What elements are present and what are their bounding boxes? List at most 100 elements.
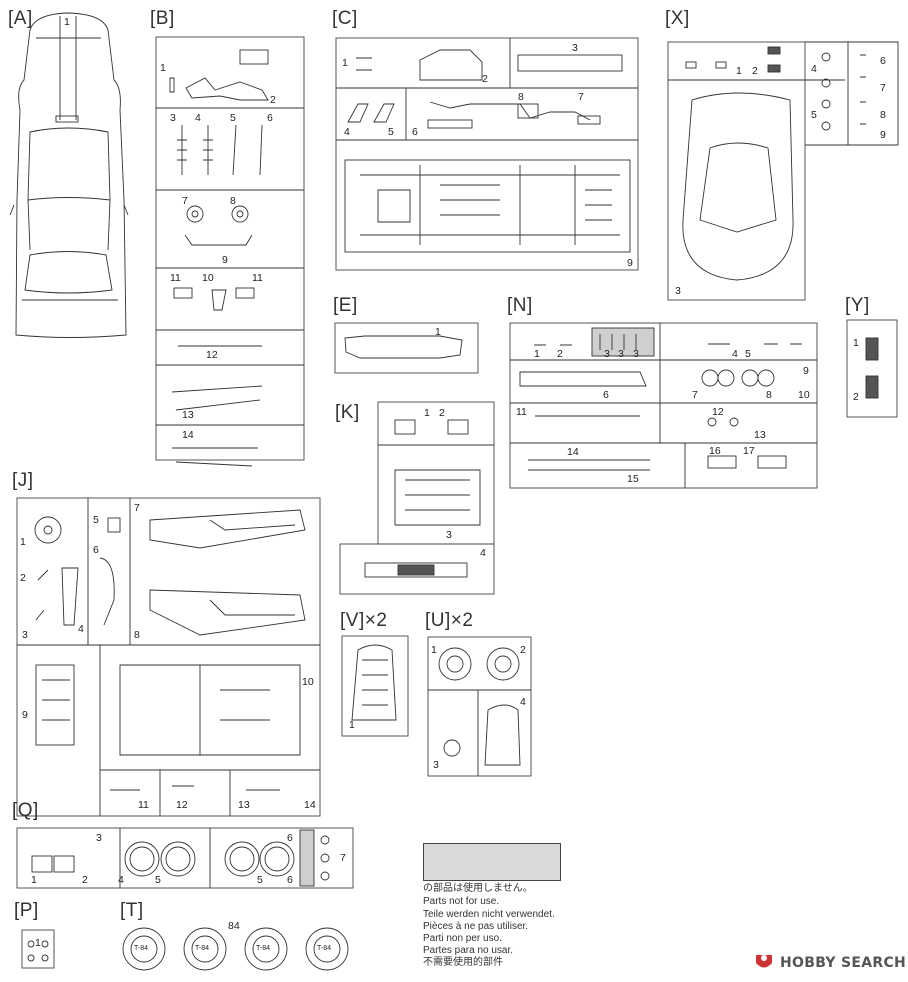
part-number: 3 bbox=[433, 759, 439, 771]
part-number: 2 bbox=[20, 572, 26, 584]
part-number: 4 bbox=[520, 696, 526, 708]
part-number: 3 bbox=[446, 529, 452, 541]
sprue-N bbox=[509, 322, 818, 489]
part-number: 1 bbox=[20, 536, 26, 548]
part-number: 1 bbox=[31, 874, 37, 886]
part-number: 7 bbox=[340, 852, 346, 864]
part-number: 8 bbox=[880, 109, 886, 121]
part-number: 2 bbox=[853, 391, 859, 403]
legend-line-de: Teile werden nicht verwendet. bbox=[423, 909, 555, 920]
part-number: 5 bbox=[230, 112, 236, 124]
part-number: 1 bbox=[35, 937, 41, 949]
part-number: 1 bbox=[431, 644, 437, 656]
part-number: 14 bbox=[304, 799, 316, 811]
part-number: 10 bbox=[798, 389, 810, 401]
part-number: 4 bbox=[811, 63, 817, 75]
body-part-A bbox=[9, 12, 129, 338]
part-number: 4 bbox=[195, 112, 201, 124]
part-number: 9 bbox=[222, 254, 228, 266]
part-number: 3 bbox=[633, 348, 639, 360]
part-number: 3 bbox=[22, 629, 28, 641]
part-number: 2 bbox=[520, 644, 526, 656]
part-number: 3 bbox=[572, 42, 578, 54]
sprue-E bbox=[334, 322, 479, 374]
part-number: 4 bbox=[732, 348, 738, 360]
part-number: 3 bbox=[604, 348, 610, 360]
tire-marking: T-84 bbox=[195, 945, 210, 952]
legend-line-ja: の部品は使用しません。 bbox=[423, 883, 533, 894]
sprue-label-K: [K] bbox=[335, 402, 360, 423]
part-number: 1 bbox=[534, 348, 540, 360]
part-number: 3 bbox=[170, 112, 176, 124]
part-number: 7 bbox=[134, 502, 140, 514]
part-number: 6 bbox=[880, 55, 886, 67]
part-number: 5 bbox=[155, 874, 161, 886]
legend-line-es: Partes para no usar. bbox=[423, 945, 514, 956]
sprue-C bbox=[335, 37, 639, 271]
part-number: 7 bbox=[880, 82, 886, 94]
legend-line-it: Parti non per uso. bbox=[423, 933, 502, 944]
part-number: 6 bbox=[267, 112, 273, 124]
part-number: 8 bbox=[134, 629, 140, 641]
part-number: 2 bbox=[482, 73, 488, 85]
part-number: 9 bbox=[22, 709, 28, 721]
part-number: 6 bbox=[412, 126, 418, 138]
part-number: 4 bbox=[480, 547, 486, 559]
part-number: 8 bbox=[230, 195, 236, 207]
part-number: 17 bbox=[743, 445, 755, 457]
unused-parts-swatch bbox=[423, 843, 561, 881]
sprue-X bbox=[667, 41, 899, 301]
sprue-V bbox=[341, 635, 409, 737]
part-number: 11 bbox=[516, 406, 527, 418]
part-number: 1 bbox=[160, 62, 166, 74]
part-number: 1 bbox=[853, 337, 859, 349]
watermark-text: HOBBY SEARCH bbox=[780, 955, 907, 971]
part-number: 16 bbox=[709, 445, 721, 457]
part-number: 5 bbox=[257, 874, 263, 886]
part-number: 12 bbox=[206, 349, 218, 361]
part-number: 2 bbox=[270, 94, 276, 106]
part-number: 4 bbox=[78, 623, 84, 635]
part-number: 3 bbox=[96, 832, 102, 844]
part-number: 7 bbox=[182, 195, 188, 207]
part-number: 14 bbox=[182, 429, 194, 441]
sprue-label-X: [X] bbox=[665, 8, 690, 29]
part-number: 15 bbox=[627, 473, 639, 485]
part-number: 2 bbox=[752, 65, 758, 77]
part-number: 1 bbox=[736, 65, 742, 77]
part-number: 5 bbox=[93, 514, 99, 526]
sprue-label-U: [U]×2 bbox=[425, 610, 474, 631]
part-number: 11 bbox=[252, 272, 263, 284]
part-number: 14 bbox=[567, 446, 579, 458]
part-number: 84 bbox=[228, 920, 240, 932]
sprue-U bbox=[427, 636, 532, 777]
sprue-label-T: [T] bbox=[120, 900, 144, 921]
part-number: 1 bbox=[64, 16, 70, 28]
part-number: 11 bbox=[138, 799, 149, 811]
sprue-label-Y: [Y] bbox=[845, 295, 870, 316]
part-number: 10 bbox=[302, 676, 314, 688]
part-number: 1 bbox=[349, 719, 355, 731]
part-number: 13 bbox=[182, 409, 194, 421]
part-number: 6 bbox=[603, 389, 609, 401]
part-number: 13 bbox=[754, 429, 766, 441]
sprue-label-Q: [Q] bbox=[12, 800, 39, 821]
part-number: 3 bbox=[618, 348, 624, 360]
sprue-label-N: [N] bbox=[507, 295, 533, 316]
part-number: 9 bbox=[803, 365, 809, 377]
legend-line-fr: Pièces à ne pas utiliser. bbox=[423, 921, 529, 932]
part-number: 6 bbox=[93, 544, 99, 556]
part-number: 2 bbox=[439, 407, 445, 419]
part-number: 1 bbox=[435, 326, 441, 338]
sprue-label-P: [P] bbox=[14, 900, 39, 921]
legend-line-zh: 不需要使用的部件 bbox=[423, 957, 503, 968]
part-number: 7 bbox=[692, 389, 698, 401]
part-number: 8 bbox=[766, 389, 772, 401]
tire-marking: T-84 bbox=[256, 945, 271, 952]
part-number: 4 bbox=[118, 874, 124, 886]
sprue-Q bbox=[16, 827, 354, 889]
part-number: 11 bbox=[170, 272, 181, 284]
sprue-K bbox=[339, 401, 495, 595]
